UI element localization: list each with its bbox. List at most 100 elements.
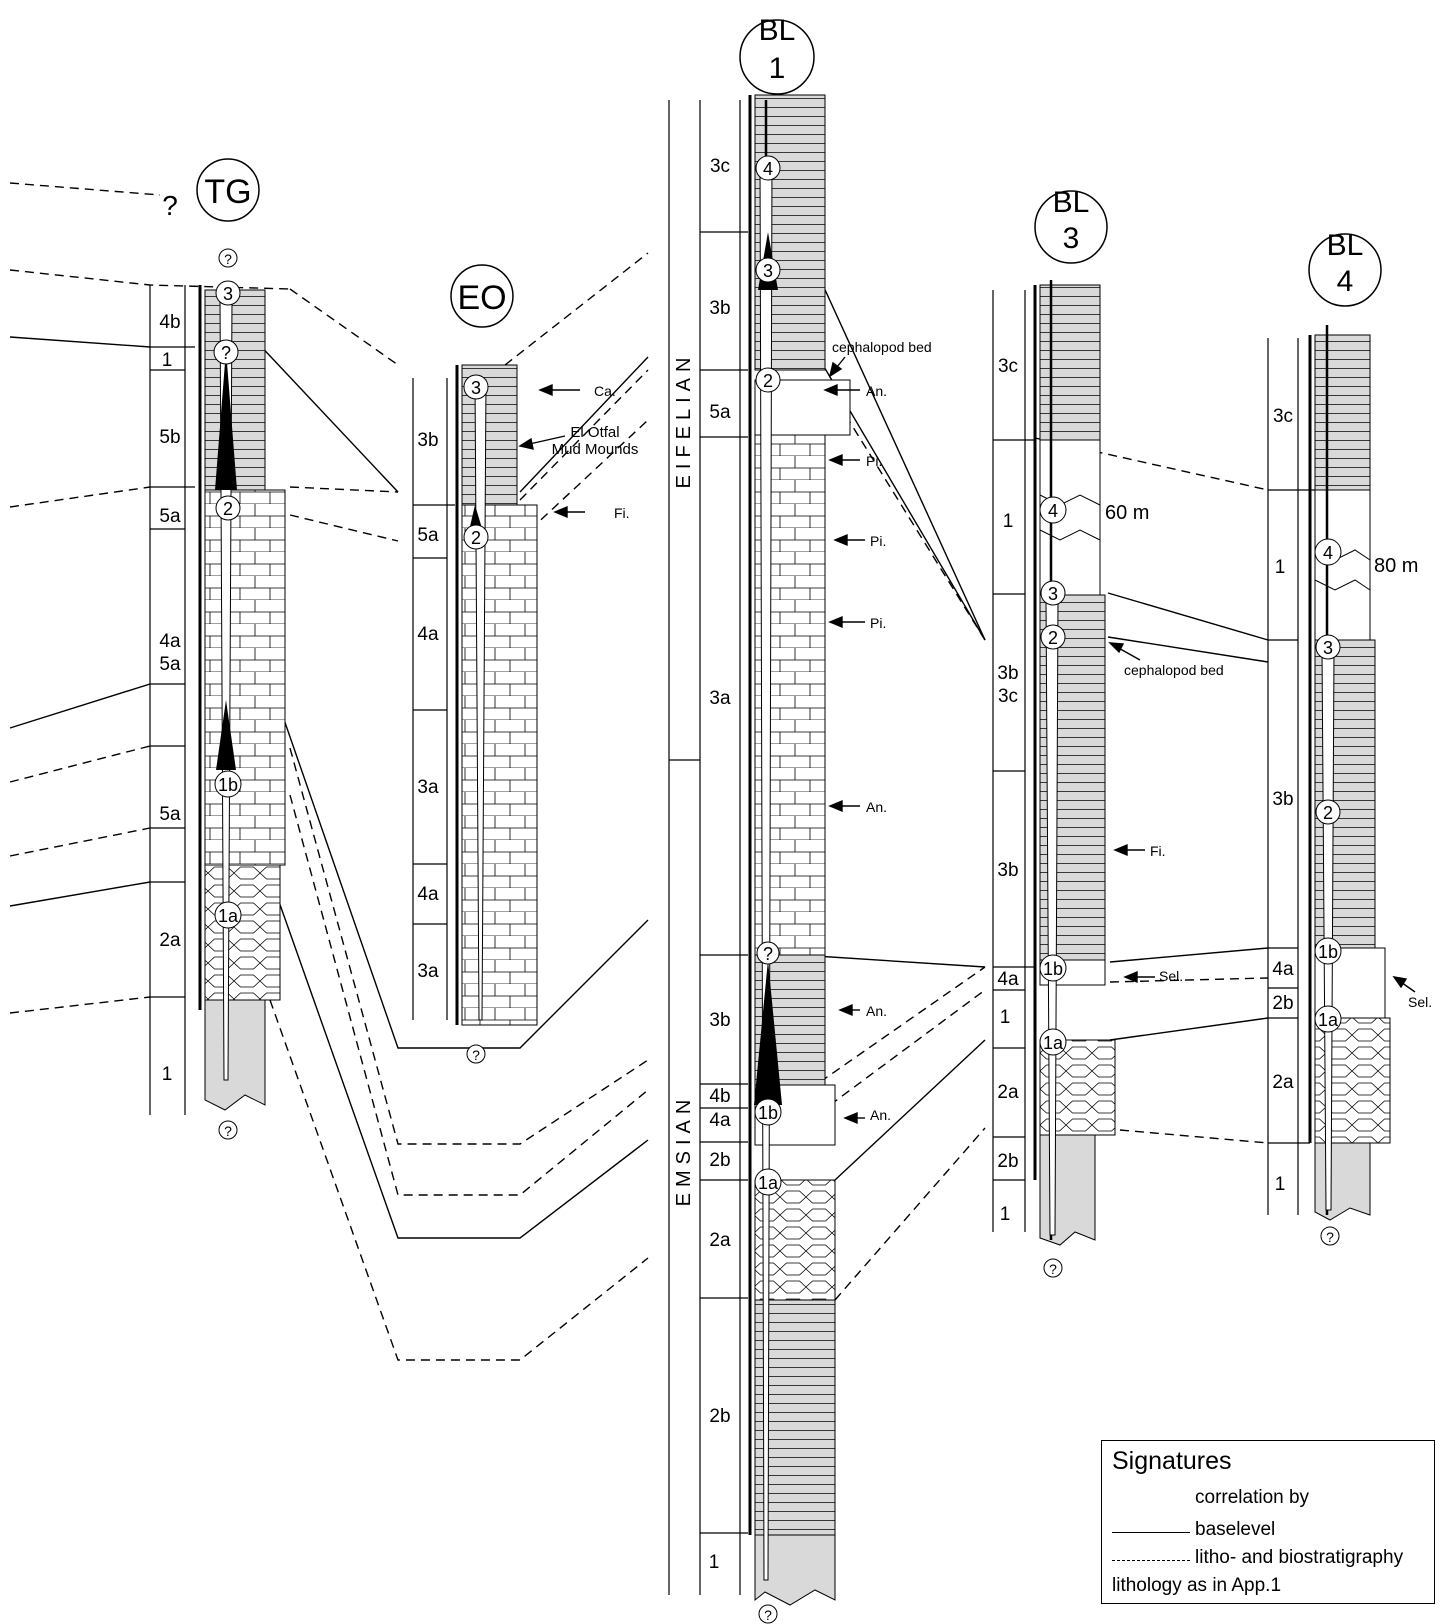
annotation-fi: Fi. bbox=[1150, 843, 1166, 859]
section-eo: EO 3b 5a 4a 3a 4a 3a 3 2 ? Ca. bbox=[412, 264, 639, 1064]
section-bl4: BL 4 3c 1 3b 4a 2b 2a 1 4 3 2 1b bbox=[1267, 229, 1432, 1246]
annotation-sel: Sel. bbox=[1408, 994, 1432, 1010]
tg-unit: 5a bbox=[159, 654, 181, 675]
bl1-unit: 3b bbox=[709, 1010, 730, 1031]
section-bl1-title-1: BL bbox=[759, 14, 796, 47]
correlation-lines bbox=[9, 182, 1269, 1361]
bl1-sequence-label: 4 bbox=[763, 159, 773, 179]
eo-unit: 3a bbox=[417, 961, 439, 982]
bl4-unit: 3c bbox=[1273, 406, 1293, 427]
tg-unit: 4b bbox=[159, 312, 180, 333]
legend-dashed-line bbox=[1112, 1560, 1190, 1561]
bl3-unit: 1 bbox=[1003, 511, 1014, 532]
annotation-cephalopod: cephalopod bed bbox=[832, 339, 932, 355]
bl1-sequence-label: 2 bbox=[763, 371, 773, 391]
bl1-unit: 2a bbox=[709, 1230, 731, 1251]
question-mark: ? bbox=[224, 251, 232, 267]
bl1-sequence-label: 1b bbox=[758, 1103, 778, 1123]
annotation-sel: Sel. bbox=[1159, 968, 1183, 984]
annotation-pi: Pi. bbox=[866, 453, 882, 469]
tg-unit-column bbox=[149, 285, 195, 1115]
tg-unit: 1 bbox=[162, 1064, 173, 1085]
tg-sequence-label: 2 bbox=[223, 499, 233, 519]
bl1-sequence-label: 1a bbox=[758, 1173, 779, 1193]
tg-unit: 4a bbox=[159, 631, 181, 652]
bl1-unit: 1 bbox=[709, 1552, 720, 1573]
bl4-unit: 2a bbox=[1272, 1072, 1294, 1093]
bl1-unit: 3c bbox=[710, 156, 730, 177]
section-tg-title-circle bbox=[196, 158, 260, 222]
annotation-fi: Fi. bbox=[614, 505, 630, 521]
bl3-unit: 2a bbox=[997, 1082, 1019, 1103]
question-mark: ? bbox=[1049, 1261, 1057, 1277]
bl3-sequence-label: 4 bbox=[1048, 501, 1058, 521]
annotation-pi: Pi. bbox=[870, 615, 886, 631]
section-bl4-title-1: BL bbox=[1327, 229, 1364, 262]
bl3-unit: 2b bbox=[997, 1151, 1018, 1172]
bl1-unit: 3a bbox=[709, 688, 731, 709]
tg-black-wedge bbox=[215, 350, 237, 490]
annotation-an: An. bbox=[866, 383, 887, 399]
section-bl3: BL 3 3c 1 3b 3c 3b 4a 1 2a 2b 1 4 bbox=[992, 186, 1224, 1278]
bl3-gap: 60 m bbox=[1105, 502, 1149, 524]
bl1-unit: 5a bbox=[709, 402, 731, 423]
bl3-sequence-label: 1b bbox=[1043, 959, 1063, 979]
tg-sequence-label: 1b bbox=[218, 775, 238, 795]
bl3-unit: 1 bbox=[1000, 1007, 1011, 1028]
question-mark: ? bbox=[1326, 1229, 1334, 1245]
bl1-unit: 3b bbox=[709, 298, 730, 319]
section-tg-title: TG bbox=[204, 173, 251, 211]
bl4-unit: 1 bbox=[1275, 1174, 1286, 1195]
tg-unit: 2a bbox=[159, 930, 181, 951]
section-bl1: BL 1 EIFELIAN EMSIAN 3c 3b 5a 3a 3b 4b 4… bbox=[668, 14, 932, 1624]
bl1-unit: 4b bbox=[709, 1086, 730, 1107]
bl3-unit: 1 bbox=[1000, 1204, 1011, 1225]
section-bl4-title-2: 4 bbox=[1337, 265, 1354, 298]
question-mark: ? bbox=[764, 1607, 772, 1623]
tg-black-wedge bbox=[216, 700, 236, 770]
annotation-an: An. bbox=[866, 1003, 887, 1019]
annotation-mound-2: Mud Mounds bbox=[552, 441, 639, 458]
bl4-unit: 3b bbox=[1272, 789, 1293, 810]
tg-unit: 5a bbox=[159, 506, 181, 527]
section-eo-title: EO bbox=[457, 279, 506, 317]
bl3-unit: 4a bbox=[997, 969, 1019, 990]
bl1-unit: 2b bbox=[709, 1150, 730, 1171]
bl3-unit: 3c bbox=[998, 686, 1018, 707]
section-tg: TG ? 4b 1 5b 5a 4a 5a 5a 2a 1 3 ? bbox=[149, 158, 286, 1140]
bl3-unit: 3c bbox=[998, 356, 1018, 377]
legend-subtitle: correlation by bbox=[1195, 1487, 1310, 1508]
bl4-unit: 4a bbox=[1272, 959, 1294, 980]
bl4-sequence-label: 4 bbox=[1323, 543, 1333, 563]
annotation-ca: Ca. bbox=[594, 383, 616, 399]
tg-sequence-label: 1a bbox=[218, 906, 239, 926]
section-bl3-title-2: 3 bbox=[1063, 222, 1080, 255]
bl4-sequence-label: 3 bbox=[1323, 638, 1333, 658]
tg-limestone bbox=[204, 489, 286, 866]
eo-unit: 5a bbox=[417, 525, 439, 546]
legend-title: Signatures bbox=[1112, 1447, 1232, 1475]
bl3-sequence-label: 2 bbox=[1048, 628, 1058, 648]
section-bl3-title-1: BL bbox=[1053, 186, 1090, 219]
bl4-unit: 2b bbox=[1272, 993, 1293, 1014]
tg-unit: 1 bbox=[162, 350, 173, 371]
bl4-sequence-label: 1b bbox=[1318, 942, 1338, 962]
question-mark: ? bbox=[472, 1047, 480, 1063]
legend: Signatures correlation by baselevel lith… bbox=[1101, 1440, 1435, 1604]
legend-lithology: lithology as in App.1 bbox=[1112, 1575, 1282, 1596]
question-mark: ? bbox=[162, 190, 178, 221]
eo-unit: 4a bbox=[417, 624, 439, 645]
eo-sequence-label: 3 bbox=[471, 378, 481, 398]
legend-solid-line bbox=[1112, 1532, 1190, 1533]
stage-eifelian: EIFELIAN bbox=[673, 352, 695, 489]
annotation-mound-1: El Otfal bbox=[570, 424, 619, 441]
bl4-sequence-label: 1a bbox=[1318, 1010, 1339, 1030]
legend-baselevel: baselevel bbox=[1195, 1519, 1276, 1540]
eo-unit: 4a bbox=[417, 884, 439, 905]
section-bl1-title-2: 1 bbox=[769, 52, 786, 85]
tg-sequence-label: 3 bbox=[223, 284, 233, 304]
tg-bedded-limestone bbox=[204, 289, 266, 491]
eo-unit: 3a bbox=[417, 777, 439, 798]
legend-litho: litho- and biostratigraphy bbox=[1195, 1547, 1404, 1568]
